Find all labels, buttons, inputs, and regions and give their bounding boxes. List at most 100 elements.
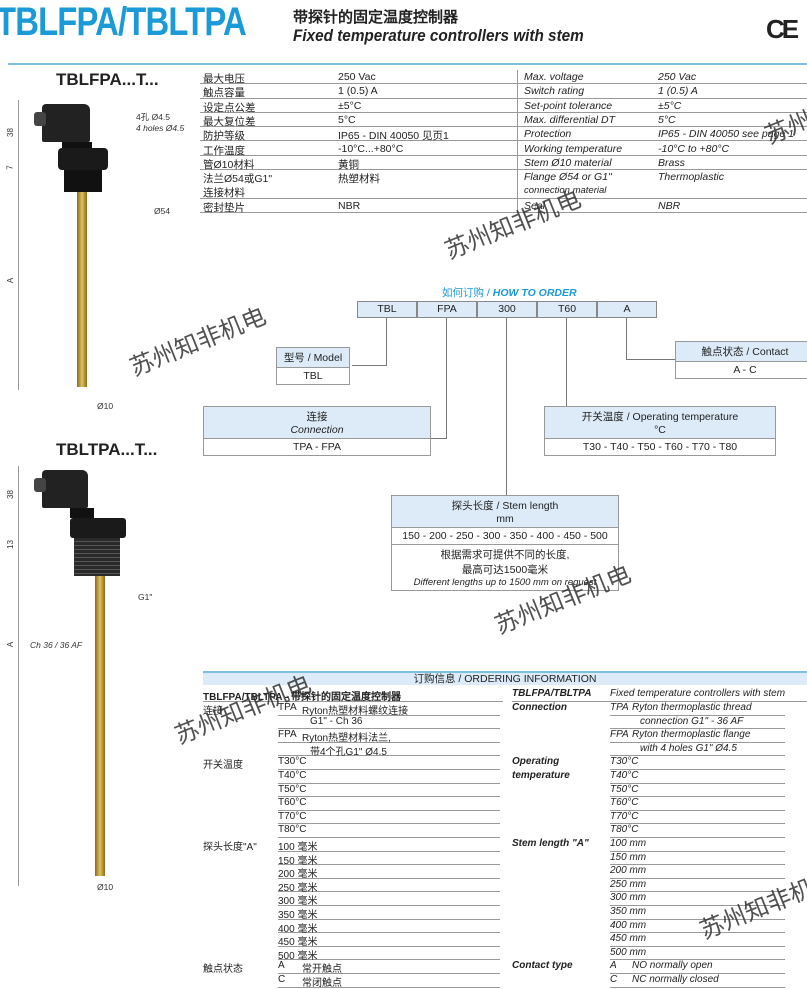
ordering-row: T80°C xyxy=(278,824,500,838)
spec-cn: 触点容量 xyxy=(203,87,245,100)
ordering-row: T40°C xyxy=(610,770,785,784)
ordering-row: T50°C xyxy=(278,784,500,798)
ordering-code: C xyxy=(610,974,618,985)
spec-cn: 连接材料 xyxy=(203,187,245,200)
spec-cn-val: 5°C xyxy=(338,113,356,126)
ordering-code: T80°C xyxy=(610,824,639,836)
ordering-code: 100 mm xyxy=(610,838,647,849)
ordering-code: 350 毫米 xyxy=(278,910,318,921)
ordering-label: temperature xyxy=(512,770,570,781)
ordering-row: 200 毫米 xyxy=(278,865,500,880)
order-code-t60: T60 xyxy=(537,301,597,318)
ordering-row: T70°C xyxy=(278,811,500,825)
ordering-row: 150 毫米 xyxy=(278,852,500,867)
spec-en: Set-point tolerance xyxy=(524,99,613,112)
ordering-desc: 常闭触点 xyxy=(302,978,342,989)
spec-en-val: -10°C to +80°C xyxy=(658,142,730,155)
spec-en: Switch rating xyxy=(524,85,585,98)
ordering-code: T30°C xyxy=(278,756,307,768)
ordering-desc: connection G1" - 36 AF xyxy=(640,715,744,727)
spec-en-val: 250 Vac xyxy=(658,71,697,83)
spec-en-val: NBR xyxy=(658,200,681,213)
spec-cn: 最大复位差 xyxy=(203,115,256,128)
spec-en-val: 5°C xyxy=(658,113,676,126)
product-name-fpa: TBLFPA...T... xyxy=(56,70,159,89)
dim-holes-en: 4 holes Ø4.5 xyxy=(136,123,185,133)
ordering-code: 450 毫米 xyxy=(278,937,318,949)
spec-en-val: 1 (0.5) A xyxy=(658,85,698,98)
subtitle-en: Fixed temperature controllers with stem xyxy=(293,26,584,45)
ordering-row: 300 mm xyxy=(610,892,785,906)
spec-cn: 防护等级 xyxy=(203,130,245,143)
spec-cn: 设定点公差 xyxy=(203,101,256,114)
ordering-row: 500 mm xyxy=(610,947,785,961)
spec-divider xyxy=(517,70,518,212)
spec-cn-val: 热塑材料 xyxy=(338,173,380,186)
how-to-order-title: 如何订购 / HOW TO ORDER xyxy=(442,287,577,299)
ordering-desc: Ryton thermoplastic thread xyxy=(632,702,752,713)
spec-en-val: IP65 - DIN 40050 see page 1 xyxy=(658,128,795,141)
dim-thread: G1" xyxy=(138,592,153,602)
ordering-code: 250 毫米 xyxy=(278,882,318,894)
page-title: TBLFPA/TBLTPA xyxy=(0,0,247,44)
spec-en: Protection xyxy=(524,128,572,141)
ordering-code: 150 mm xyxy=(610,851,647,863)
ordering-row: 200 mm xyxy=(610,865,785,879)
ordering-code: T40°C xyxy=(278,770,307,781)
spec-cn-val: NBR xyxy=(338,200,361,213)
ordering-title: TBLFPA/TBLTPA - 带探针的固定温度控制器 xyxy=(203,692,401,703)
spec-en: Flange Ø54 or G1" xyxy=(524,171,612,184)
ordering-code: A xyxy=(278,960,285,972)
subtitle-cn: 带探针的固定温度控制器 xyxy=(293,9,459,26)
ordering-row: T80°C xyxy=(610,824,785,838)
dim-7: 7 xyxy=(5,165,15,170)
ordering-row: with 4 holes G1" Ø4.5 xyxy=(610,743,785,757)
ordering-row: 450 毫米 xyxy=(278,933,500,949)
dim-hex: Ch 36 / 36 AF xyxy=(30,640,83,650)
spec-cn-val: 250 Vac xyxy=(338,71,376,83)
ordering-row: T70°C xyxy=(610,811,785,825)
watermark: 苏州知非机电 xyxy=(125,301,270,382)
ordering-label: 触点状态 xyxy=(203,964,243,976)
ordering-code: TPA xyxy=(610,702,629,713)
spec-cn-val: ±5°C xyxy=(338,99,362,112)
ordering-code: 500 毫米 xyxy=(278,950,318,962)
ordering-code: T70°C xyxy=(610,810,639,822)
ordering-title-row: TBLFPA/TBLTPA - 带探针的固定温度控制器 xyxy=(203,688,503,703)
ordering-label: 开关温度 xyxy=(203,760,243,772)
ordering-row: T60°C xyxy=(610,797,785,811)
ordering-row: T50°C xyxy=(610,784,785,798)
spec-en: Seal xyxy=(524,200,546,213)
spec-en-val: ±5°C xyxy=(658,99,682,112)
ordering-row: T40°C xyxy=(278,770,500,784)
ordering-title-desc: Fixed temperature controllers with stem xyxy=(610,688,786,699)
ordering-code: T50°C xyxy=(610,783,639,795)
ordering-desc: NO normally open xyxy=(632,960,713,972)
ordering-desc: NC normally closed xyxy=(632,974,719,985)
spec-en: connection material xyxy=(524,185,607,197)
ordering-code: 100 毫米 xyxy=(278,842,318,853)
ordering-code: 200 mm xyxy=(610,865,647,877)
ordering-label: Operating xyxy=(512,756,560,768)
ordering-row: T60°C xyxy=(278,797,500,811)
dim-38: 38 xyxy=(5,490,15,499)
ordering-info-title: 订购信息 / ORDERING INFORMATION xyxy=(203,671,807,685)
ordering-code: C xyxy=(278,974,286,985)
ordering-row: 100 mm xyxy=(610,838,785,852)
spec-en-val: Brass xyxy=(658,156,685,169)
ordering-code: T60°C xyxy=(610,797,639,809)
ordering-desc: Ryton热塑材料螺纹连接 xyxy=(302,706,409,717)
ordering-desc: Ryton热塑材料法兰, xyxy=(302,733,391,745)
